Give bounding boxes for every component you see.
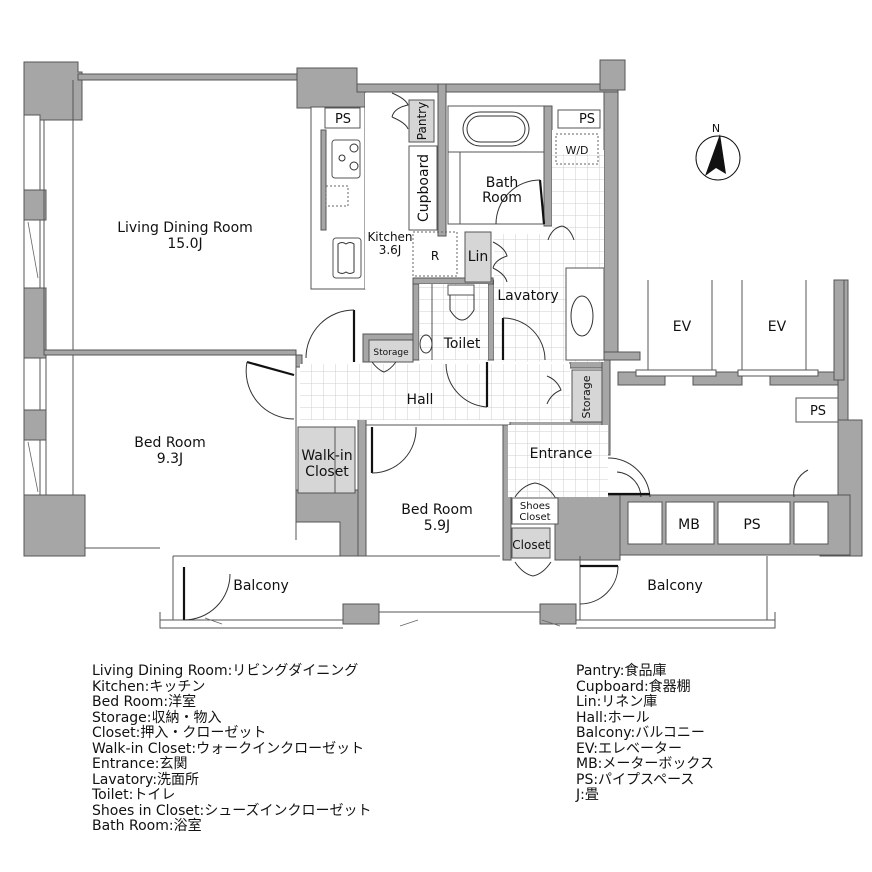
legend-item: Bath Room:浴室 [92,818,202,834]
toilet-fixture [419,284,475,360]
ps-corridor-box [795,397,839,423]
legend-item: Pantry:食品庫 [576,663,667,679]
shoes-closet-label-1: Shoes [520,501,550,512]
bath-room-label-2: Room [482,190,522,206]
linen-label: Lin [468,249,489,265]
kitchen-name: Kitchen [367,230,412,244]
living-room-size: 15.0J [167,236,202,252]
pantry-label: Pantry [415,102,429,140]
ps-bath-label: PS [579,112,595,127]
entrance-storage-label: Storage [580,375,593,418]
washer-dryer-label: W/D [565,144,588,157]
legend-left: Living Dining Room:リビングダイニング Kitchen:キッチ… [92,663,372,835]
lavatory-label: Lavatory [497,288,558,304]
toilet-label: Toilet [443,336,481,352]
corridor-cabinet-left [627,501,663,545]
hall-storage [368,339,414,363]
floor-plan: N Living Dining Room 15.0J Kitchen 3.6J … [23,59,863,629]
north-compass-icon: N [695,122,741,181]
interior-lines [85,355,776,629]
legend-item: Bed Room:洋室 [92,694,197,710]
bedroom2-size: 5.9J [424,518,450,534]
ps-bath-box [557,109,601,129]
mb-box [665,501,715,545]
legend-right: Pantry:食品庫 Cupboard:食器棚 Lin:リネン庫 Hall:ホー… [576,663,714,804]
legend-item: Hall:ホール [576,709,650,726]
pantry [408,99,435,143]
bath-room-label-1: Bath [486,175,519,191]
kitchen-fixtures [310,93,458,290]
shoes-closet-label-2: Closet [519,512,550,523]
ps-meter-label: PS [743,517,760,533]
tiled-floors [300,150,608,497]
left-windows [23,80,74,495]
walk-in-closet [297,426,356,494]
bath-room-fixtures [447,105,545,225]
entrance-label: Entrance [530,446,593,462]
bedroom2-name: Bed Room [401,502,472,518]
washer-dryer [555,133,599,165]
sink-icon [570,295,594,337]
kitchen-size: 3.6J [379,243,402,257]
doors [182,92,809,627]
shoes-closet [511,497,559,525]
legend-item: Lavatory:洗面所 [92,771,200,788]
stove-burners-icon [338,143,359,171]
legend-item: Cupboard:食器棚 [576,678,691,695]
bedroom1-name: Bed Room [134,435,205,451]
balcony-left-label: Balcony [233,578,289,594]
legend-item: MB:メーターボックス [576,756,714,772]
ps-meter-box [717,501,791,545]
lavatory-counter [565,267,605,361]
ps-corridor-label: PS [810,404,826,419]
legend-item: Closet:押入・クローゼット [92,725,267,741]
walk-in-closet-label-2: Closet [305,464,349,480]
legend-item: PS:パイプスペース [576,771,695,788]
fridge-label: R [431,249,439,263]
legend-item: Balcony:バルコニー [576,725,705,741]
legend-item: J:畳 [576,787,599,803]
cupboard [408,145,438,231]
entrance-storage [571,369,603,423]
balcony-right-label: Balcony [647,578,703,594]
mb-label: MB [678,517,700,533]
closet-label: Closet [512,538,550,552]
legend-item: Toilet:トイレ [92,787,176,803]
legend-item: Kitchen:キッチン [92,678,206,695]
bedroom1-size: 9.3J [157,451,183,467]
bedroom2-closet [511,527,551,559]
ev2-label: EV [768,319,787,335]
ps-kitchen-label: PS [335,112,351,127]
ev1-label: EV [673,319,692,335]
legend-item: EV:エレベーター [576,740,682,757]
legend-item: Entrance:玄関 [92,756,188,772]
elevator-shafts [635,280,819,377]
walk-in-closet-label-1: Walk-in [301,448,352,464]
legend-item: Living Dining Room:リビングダイニング [92,663,359,679]
legend-item: Shoes in Closet:シューズインクローゼット [92,802,372,819]
corridor-cabinet-right [793,501,829,545]
legend-item: Walk-in Closet:ウォークインクローゼット [92,740,365,757]
hall-storage-label: Storage [373,348,409,358]
legend-item: Storage:収納・物入 [92,709,222,726]
svg-text:N: N [712,122,720,135]
living-room-name: Living Dining Room [117,220,253,236]
cupboard-label: Cupboard [416,154,432,222]
hall-label: Hall [407,392,434,408]
linen-closet [464,231,492,283]
legend-item: Lin:リネン庫 [576,694,658,710]
